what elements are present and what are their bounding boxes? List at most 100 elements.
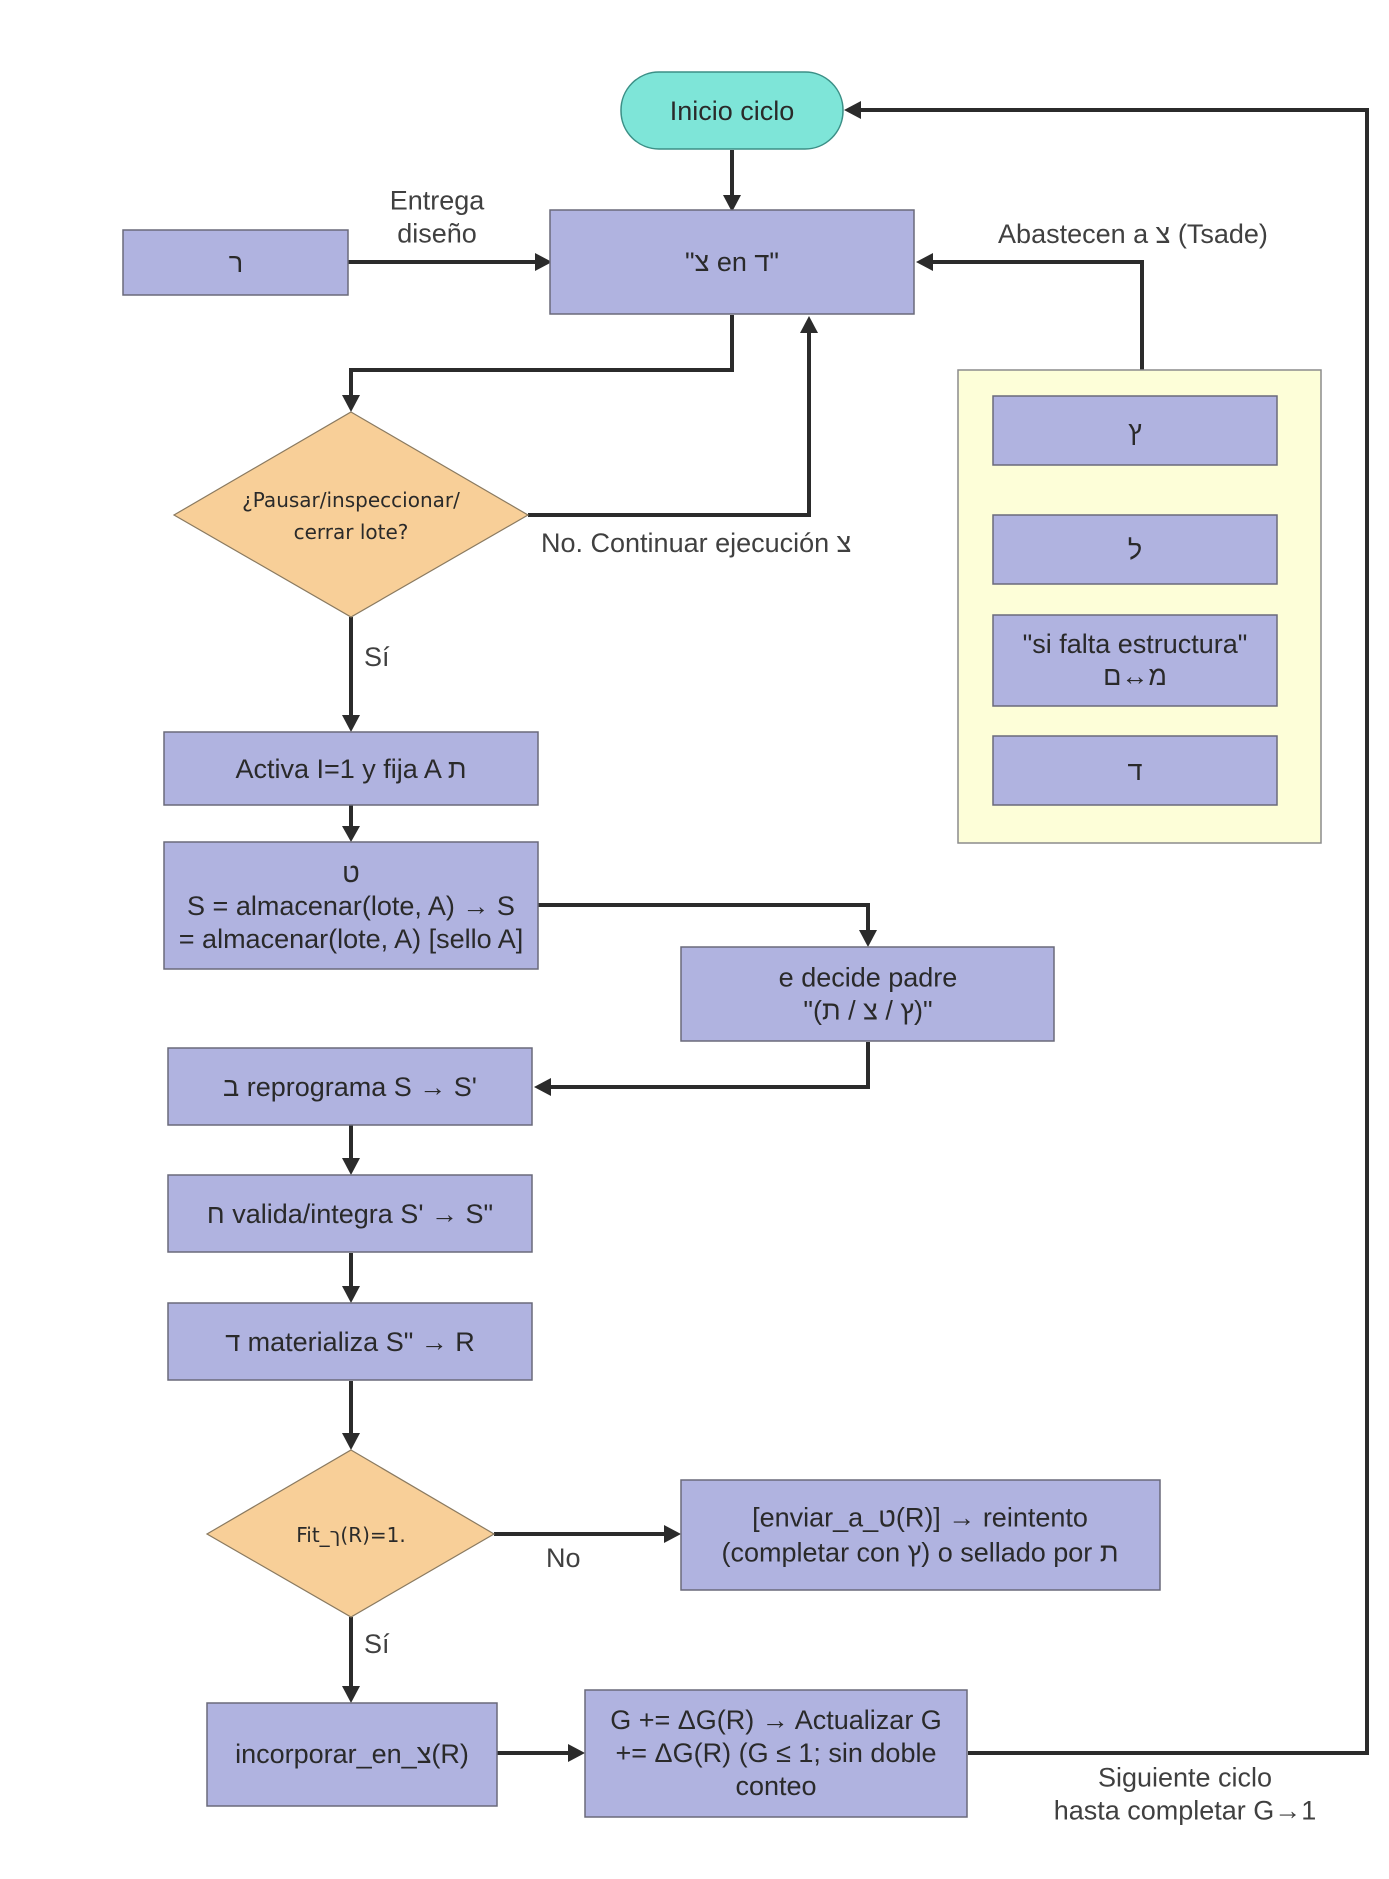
text-line: Abastecen a צ (Tsade) <box>998 219 1268 249</box>
text-line: Siguiente ciclo <box>1098 1763 1272 1793</box>
text-line: "צ en ד" <box>685 247 779 277</box>
text-line: += ΔG(R) (G ≤ 1; sin doble <box>616 1738 937 1768</box>
text-line: Sí <box>364 642 390 672</box>
node-label: Inicio ciclo <box>670 96 795 126</box>
text-line: ד <box>1128 756 1143 786</box>
text-line: ד materializa S" → R <box>225 1327 475 1357</box>
text-line: conteo <box>735 1771 816 1801</box>
reprogram-node: ב reprograma S → S' <box>167 1047 533 1126</box>
text-line: ט <box>342 858 360 888</box>
text-line: ל <box>1128 535 1142 565</box>
arrowhead <box>342 826 360 842</box>
arrowhead <box>342 1286 360 1303</box>
supply-item-3 <box>992 614 1278 707</box>
retry-node: [enviar_a_ט(R)] → reintento (completar co… <box>680 1479 1161 1591</box>
edge-decision-no-to-core <box>528 330 811 517</box>
incorporate-node: incorporar_en_צ(R) <box>206 1702 498 1807</box>
node-label: [enviar_a_ט(R)] → reintento (completar co… <box>722 1503 1119 1568</box>
text-line: ב reprograma S → S' <box>223 1072 477 1102</box>
supply-item-1 <box>992 395 1278 466</box>
text-line: Entrega <box>390 186 486 216</box>
text-line: Sí <box>364 1629 390 1659</box>
edges <box>342 101 1369 1762</box>
arrowhead <box>568 1744 585 1762</box>
arrowhead <box>342 395 360 412</box>
text-line: ¿Pausar/inspeccionar/ <box>242 488 460 512</box>
text-line: incorporar_en_צ(R) <box>235 1739 469 1769</box>
node-label: ר <box>229 248 243 278</box>
node-label: ץ <box>1128 416 1142 446</box>
supply-item-4 <box>992 735 1278 806</box>
node-label: e decide padre"(ץ / צ / ת)" <box>779 963 958 1026</box>
node-label: "צ en ד" <box>685 247 779 277</box>
arrowhead <box>342 1433 360 1450</box>
text-line: G += ΔG(R) → Actualizar G <box>610 1705 942 1735</box>
text-line: ץ <box>1128 416 1142 446</box>
node-label: G += ΔG(R) → Actualizar G+= ΔG(R) (G ≤ 1… <box>610 1705 942 1801</box>
edge-core-to-decision <box>349 315 734 398</box>
edge-label-yes-1: Sí <box>364 642 390 672</box>
node-label: ד materializa S" → R <box>225 1327 475 1357</box>
edge-label-no-2: No <box>546 1543 581 1573</box>
fit-decision-node: Fit_ך(R)=1. <box>205 1449 496 1618</box>
materialize-node: ד materializa S" → R <box>167 1302 533 1381</box>
start-node: Inicio ciclo <box>620 71 844 150</box>
text-line: "(ץ / צ / ת)" <box>803 996 932 1026</box>
supply-item-2 <box>992 514 1278 585</box>
validate-node: ח valida/integra S' → S" <box>167 1174 533 1253</box>
text-line: Activa I=1 y fija A ת <box>235 754 466 784</box>
node-label: Fit_ך(R)=1. <box>296 1523 406 1547</box>
arrowhead <box>342 1686 360 1703</box>
node-label: Activa I=1 y fija A ת <box>235 754 466 784</box>
arrowhead <box>844 101 861 119</box>
arrowhead <box>859 930 877 947</box>
arrowhead <box>534 1078 551 1096</box>
design-source-node: ר <box>122 229 349 296</box>
edge-parent-to-reprogram <box>548 1042 870 1089</box>
arrowhead <box>723 195 741 212</box>
text-line: ח valida/integra S' → S" <box>207 1199 493 1229</box>
text-line: Inicio ciclo <box>670 96 795 126</box>
text-line: = almacenar(lote, A) [sello A] <box>179 924 523 954</box>
core-node: "צ en ד" <box>549 209 915 315</box>
edge-label-yes-2: Sí <box>364 1629 390 1659</box>
node-label: ב reprograma S → S' <box>223 1072 477 1102</box>
arrowhead <box>535 253 552 271</box>
text-line: hasta completar G→1 <box>1054 1796 1317 1826</box>
update-g-node: G += ΔG(R) → Actualizar G+= ΔG(R) (G ≤ 1… <box>584 1689 968 1818</box>
text-line: "si falta estructura" <box>1023 629 1248 659</box>
arrowhead <box>800 316 818 333</box>
text-line: מ↔ם <box>1103 661 1167 691</box>
parent-node: e decide padre"(ץ / צ / ת)" <box>680 946 1055 1042</box>
text-line: diseño <box>397 219 477 249</box>
node-label: "si falta estructura"מ↔ם <box>1023 629 1248 691</box>
node-label: incorporar_en_צ(R) <box>235 1739 469 1769</box>
text-line: No. Continuar ejecución צ <box>541 528 851 558</box>
activate-node: Activa I=1 y fija A ת <box>163 731 539 806</box>
node-label: ל <box>1128 535 1142 565</box>
arrowhead <box>916 253 933 271</box>
decision-pause-node: ¿Pausar/inspeccionar/cerrar lote? <box>172 411 530 618</box>
text-line: cerrar lote? <box>294 520 409 544</box>
arrowhead <box>342 715 360 732</box>
text-line: ר <box>229 248 243 278</box>
edge-label-supply: Abastecen a צ (Tsade) <box>998 219 1268 249</box>
arrowhead <box>342 1158 360 1175</box>
supply-group: ץ ל "si falta estructura"מ↔ם ד <box>957 369 1322 844</box>
node-label: ¿Pausar/inspeccionar/cerrar lote? <box>242 488 460 544</box>
text-line: S = almacenar(lote, A) → S <box>187 891 515 921</box>
edge-next-cycle-to-start <box>858 108 1369 1755</box>
text-line: (completar con ץ) o sellado por ת <box>722 1538 1119 1568</box>
text-line: [enviar_a_ט(R)] → reintento <box>752 1503 1088 1533</box>
edge-label-continue: No. Continuar ejecución צ <box>541 528 851 558</box>
edge-store-to-parent <box>538 903 870 933</box>
node-label: ח valida/integra S' → S" <box>207 1199 493 1229</box>
edge-supply-to-core <box>930 260 1144 370</box>
arrowhead <box>664 1525 681 1543</box>
node-label: ד <box>1128 756 1143 786</box>
